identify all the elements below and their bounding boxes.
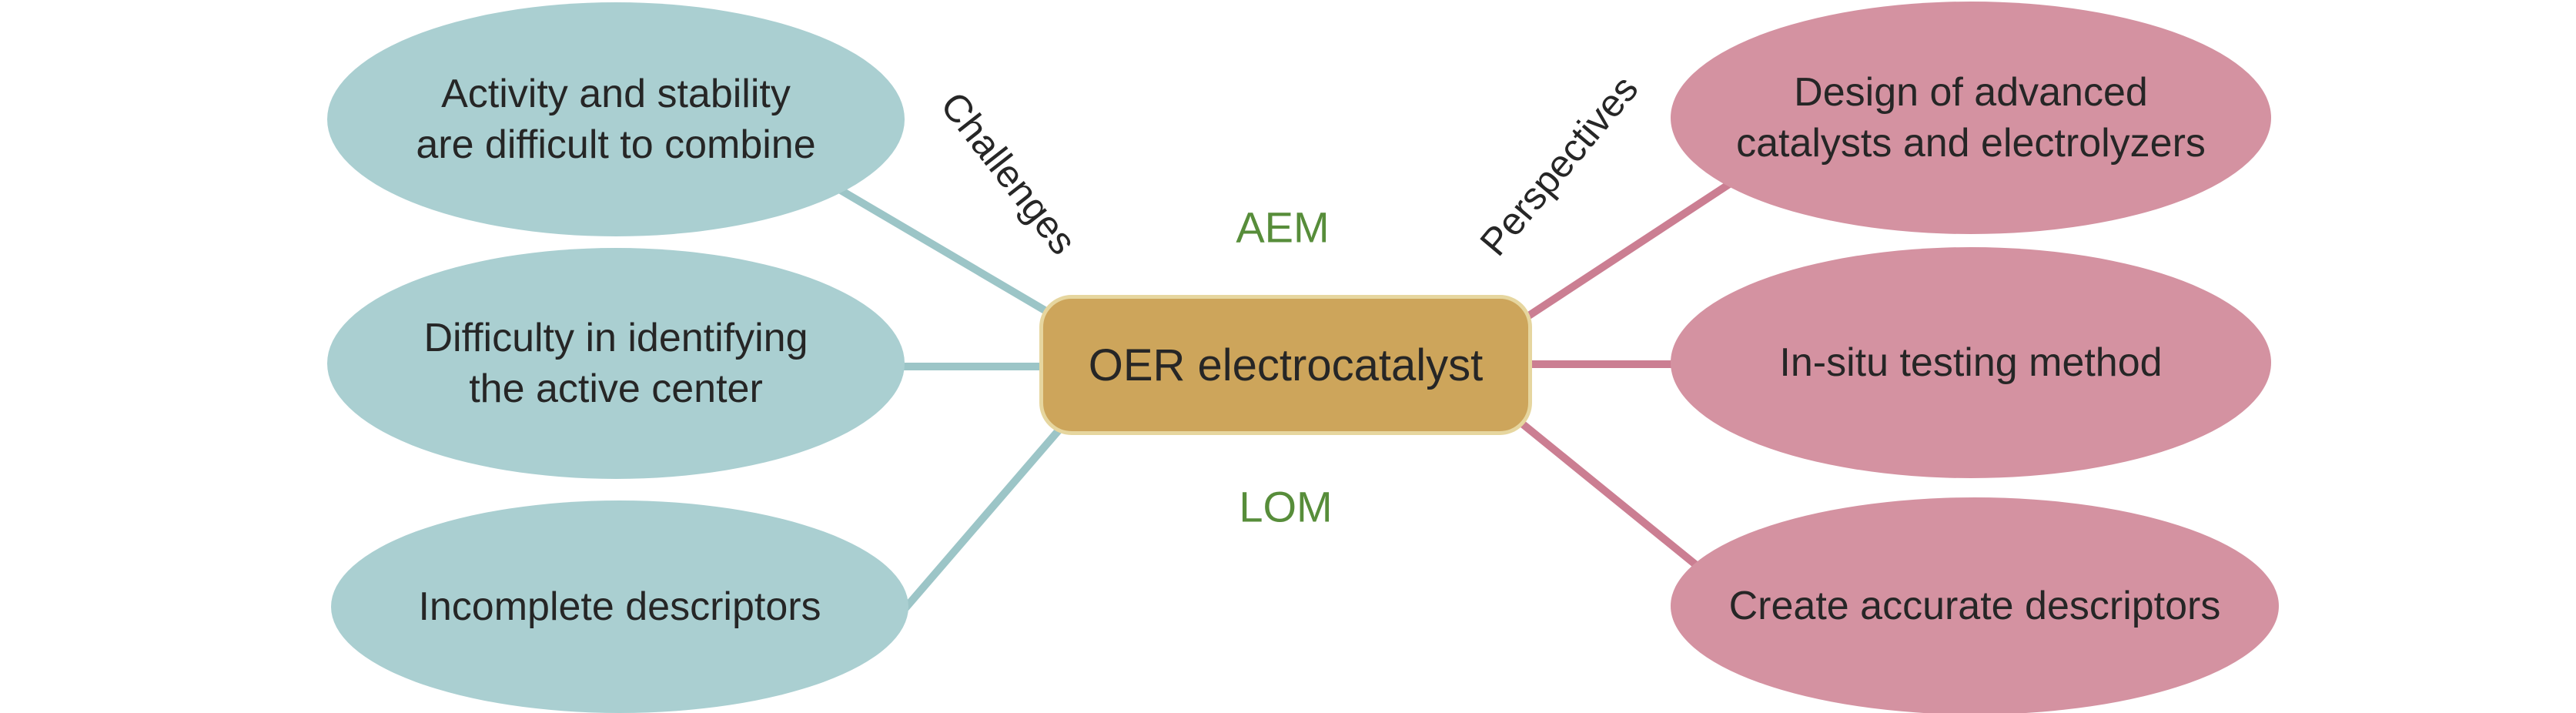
challenge-node-incomplete-descriptors: Incomplete descriptors [331, 500, 908, 713]
perspective-node-insitu-testing: In-situ testing method [1671, 247, 2271, 478]
connector-perspective-1 [1490, 173, 1744, 343]
node-label-line: In-situ testing method [1779, 340, 2163, 385]
center-node-label: OER electrocatalyst [1088, 340, 1484, 390]
node-label-line: Incomplete descriptors [418, 584, 821, 629]
node-label-line: Design of advanced [1794, 70, 2148, 115]
perspective-node-advanced-design: Design of advanced catalysts and electro… [1671, 2, 2271, 234]
center-node-oer-electrocatalyst: OER electrocatalyst [1039, 295, 1532, 435]
connector-challenge-3 [882, 404, 1082, 635]
mechanism-label-aem: AEM [1236, 203, 1330, 252]
challenge-node-activity-stability: Activity and stability are difficult to … [327, 2, 905, 236]
node-label-line: Create accurate descriptors [1728, 584, 2221, 628]
node-label-line: Activity and stability [441, 72, 791, 116]
node-label-line: are difficult to combine [416, 122, 816, 167]
node-label-line: Difficulty in identifying [423, 316, 808, 360]
perspective-node-accurate-descriptors: Create accurate descriptors [1671, 497, 2279, 713]
node-label-line: the active center [469, 367, 763, 411]
mechanism-label-lom: LOM [1239, 482, 1333, 531]
challenge-node-active-center: Difficulty in identifying the active cen… [327, 248, 905, 479]
node-label-line: catalysts and electrolyzers [1736, 121, 2206, 166]
